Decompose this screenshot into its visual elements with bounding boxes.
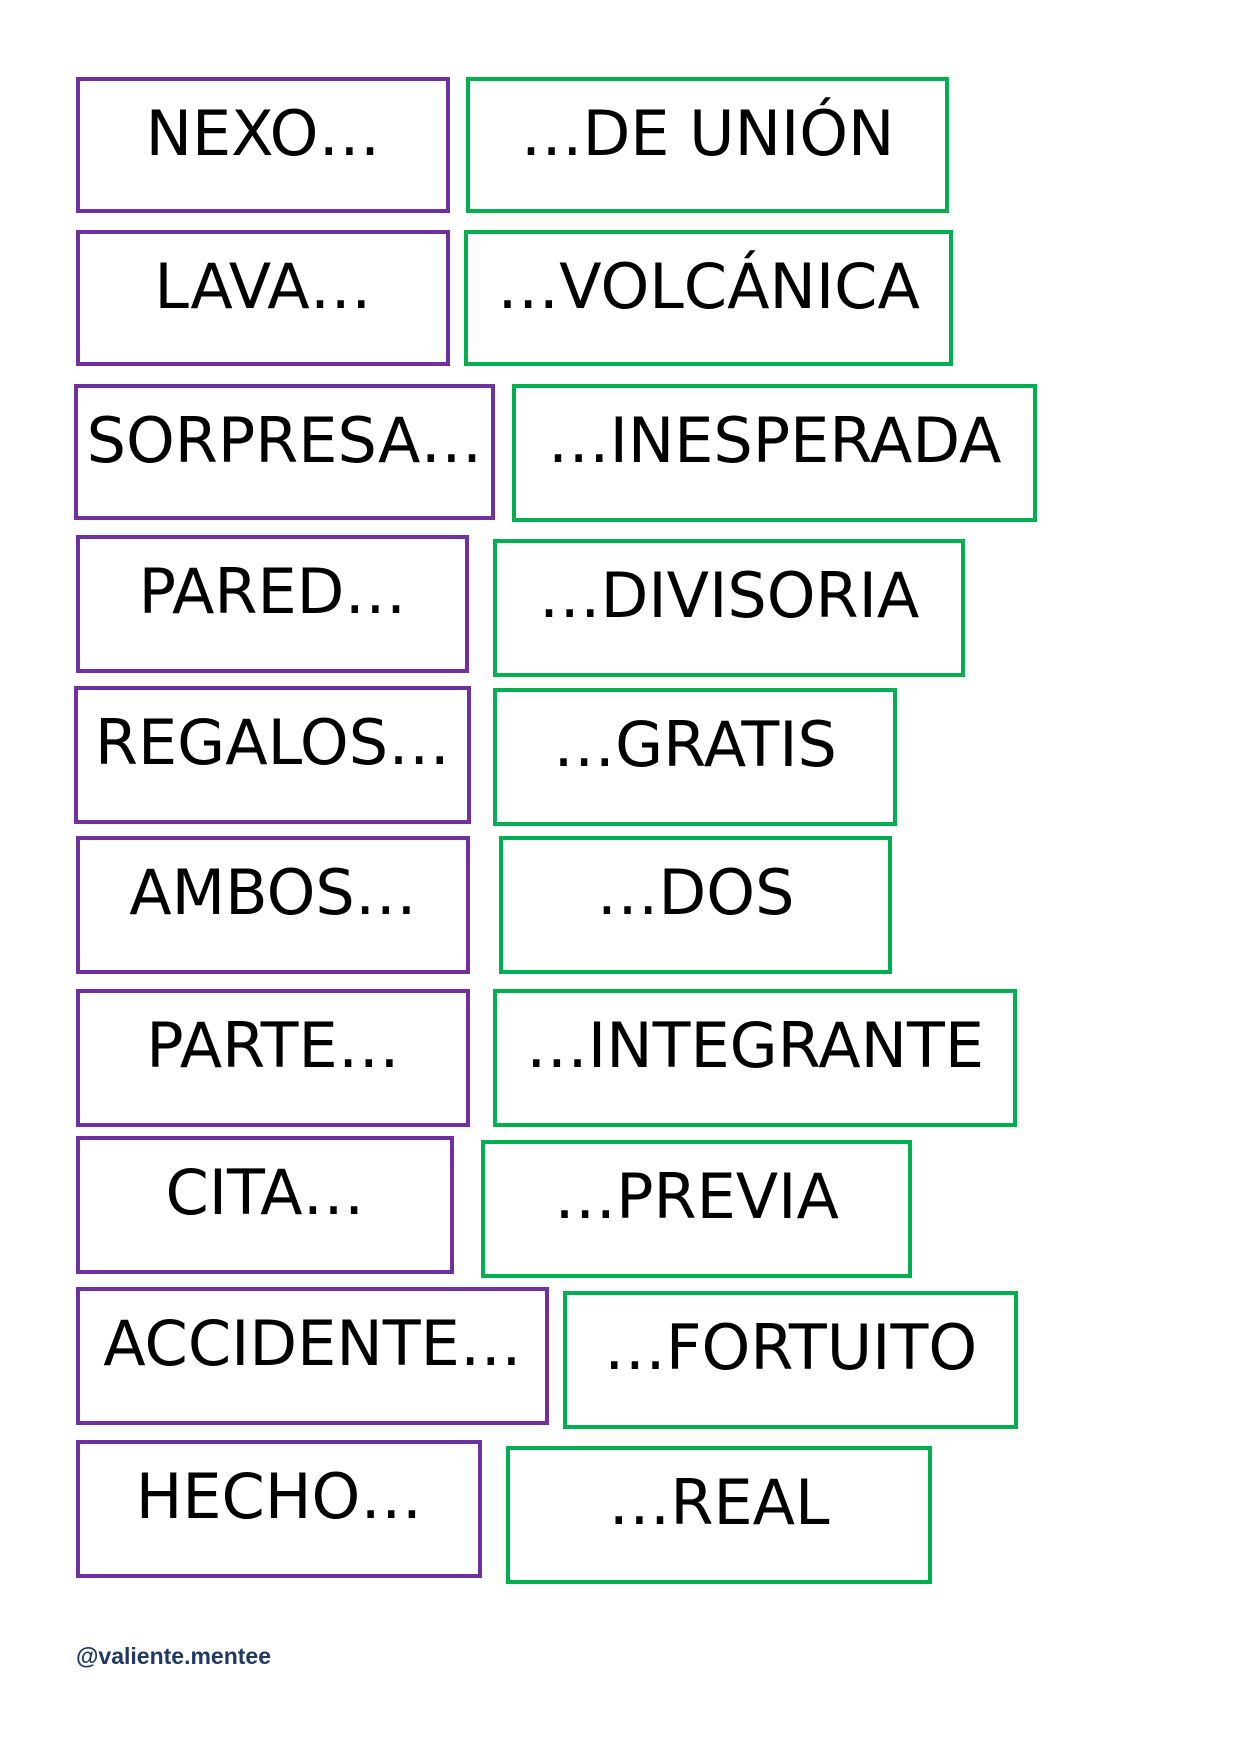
left-card-6-text: AMBOS… xyxy=(129,856,417,929)
left-card-10-text: HECHO… xyxy=(135,1460,423,1533)
right-card-9[interactable]: …FORTUITO xyxy=(563,1291,1018,1429)
left-card-6[interactable]: AMBOS… xyxy=(76,836,470,974)
right-card-5[interactable]: …GRATIS xyxy=(493,688,897,826)
right-card-6-text: …DOS xyxy=(596,856,795,929)
right-card-10[interactable]: …REAL xyxy=(506,1446,932,1584)
left-card-9[interactable]: ACCIDENTE… xyxy=(76,1287,549,1425)
left-card-5-text: REGALOS… xyxy=(94,706,451,779)
right-card-1-text: …DE UNIÓN xyxy=(520,97,895,170)
left-card-2[interactable]: LAVA… xyxy=(76,230,450,366)
left-card-1[interactable]: NEXO… xyxy=(76,77,450,213)
right-card-5-text: …GRATIS xyxy=(553,708,837,781)
left-card-2-text: LAVA… xyxy=(154,250,372,323)
right-card-7[interactable]: …INTEGRANTE xyxy=(493,989,1017,1127)
left-card-4[interactable]: PARED… xyxy=(76,535,469,673)
right-card-2[interactable]: …VOLCÁNICA xyxy=(464,230,953,366)
right-card-10-text: …REAL xyxy=(608,1466,830,1539)
left-card-10[interactable]: HECHO… xyxy=(76,1440,482,1578)
right-card-8-text: …PREVIA xyxy=(554,1160,839,1233)
right-card-8[interactable]: …PREVIA xyxy=(481,1140,912,1278)
right-card-7-text: …INTEGRANTE xyxy=(525,1009,985,1082)
left-card-1-text: NEXO… xyxy=(145,97,381,170)
right-card-6[interactable]: …DOS xyxy=(499,836,892,974)
left-card-9-text: ACCIDENTE… xyxy=(103,1307,522,1380)
left-card-5[interactable]: REGALOS… xyxy=(74,686,471,824)
left-card-8[interactable]: CITA… xyxy=(76,1136,454,1274)
right-card-4-text: …DIVISORIA xyxy=(538,559,920,632)
right-card-2-text: …VOLCÁNICA xyxy=(497,250,920,323)
left-card-3[interactable]: SORPRESA… xyxy=(74,384,495,520)
right-card-3[interactable]: …INESPERADA xyxy=(512,384,1037,522)
left-card-4-text: PARED… xyxy=(138,555,407,628)
left-card-7-text: PARTE… xyxy=(146,1009,400,1082)
right-card-4[interactable]: …DIVISORIA xyxy=(493,539,965,677)
right-card-9-text: …FORTUITO xyxy=(603,1311,978,1384)
author-handle: @valiente.mentee xyxy=(76,1643,272,1669)
right-card-3-text: …INESPERADA xyxy=(547,404,1002,477)
left-card-3-text: SORPRESA… xyxy=(86,404,483,477)
left-card-8-text: CITA… xyxy=(165,1156,365,1229)
left-card-7[interactable]: PARTE… xyxy=(76,989,470,1127)
right-card-1[interactable]: …DE UNIÓN xyxy=(466,77,949,213)
